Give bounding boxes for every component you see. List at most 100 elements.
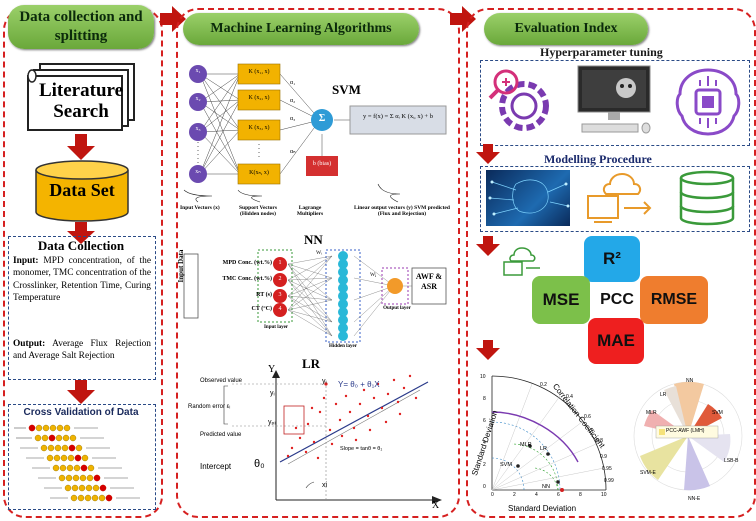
data-collection-title: Data Collection (37, 238, 125, 253)
radial-label-lsbb: LSB-B (724, 458, 739, 464)
nn-input-4: CT (°C) (251, 306, 272, 312)
data-collection-output: Output: Average Flux Rejection and Avera… (13, 338, 151, 363)
svm-label-output: Linear output vectors (y) SVM predicted … (354, 205, 450, 217)
arrow-down-icon (476, 236, 500, 261)
lr-theta0-label: θ₀ (254, 458, 265, 470)
radial-label-nne: NN-E (688, 496, 701, 502)
metric-mse-tile: MSE (532, 276, 590, 324)
lr-yi-top-label: yᵢ (322, 378, 327, 385)
taylor-sd-ytick-0: 10 (480, 374, 486, 380)
taylor-sd-xtick-4: 8 (579, 492, 582, 498)
nn-weight-wi: Wᵢ (316, 250, 323, 256)
header-ml-algorithms: Machine Learning Algorithms (183, 13, 419, 45)
header-evaluation: Evaluation Index (484, 13, 648, 45)
arrow-down-icon (476, 340, 500, 365)
taylor-sd-label-bottom: Standard Deviation (508, 504, 577, 513)
taylor-cc-tick-0: 0.2 (540, 382, 547, 388)
taylor-cc-tick-2: 0.6 (584, 414, 591, 420)
nn-title: NN (304, 232, 323, 247)
lr-ypi-label: yₚᵢ (268, 419, 276, 426)
taylor-cc-tick-4: 0.9 (600, 454, 607, 460)
data-collection-input: Input: MPD concentration, of the monomer… (13, 255, 151, 305)
nn-hidden-layer-label: Hidden layer (329, 344, 357, 349)
svm-sum-symbol: Σ (318, 113, 326, 124)
radial-label-lr: LR (660, 392, 667, 398)
nn-side-label: Input Data (177, 249, 185, 283)
arrow-right-icon (160, 6, 186, 37)
metric-mae-tile: MAE (588, 318, 644, 364)
lr-xi-label: xi (322, 482, 328, 489)
input-text: MPD concentration, of the monomer, TMC c… (13, 256, 151, 304)
lr-yi-label: yᵢ (270, 390, 275, 397)
svm-alpha-1: α₁ (290, 80, 296, 86)
svm-kernel-n: K(xₙ, x) (249, 170, 269, 176)
computer-screen-icon (576, 64, 656, 143)
dataset-label: Data Set (49, 180, 115, 200)
ai-brain-image (486, 170, 570, 226)
radial-label-mlr: MLR (646, 410, 657, 416)
metric-rmse-tile: RMSE (640, 276, 708, 324)
svm-label-support: Support Vectors (Hidden nodes) (238, 205, 278, 217)
panel-evaluation (466, 8, 756, 518)
taylor-model-mlr: MLR (520, 442, 532, 448)
metric-pcc-tile: PCC (592, 282, 642, 318)
svm-bias-label: b (bias) (312, 161, 332, 167)
header-data-collection: Data collection and splitting (8, 5, 154, 49)
svm-kernel-2: K (x₂, x) (248, 95, 270, 101)
cloud-computer-icon (584, 170, 660, 233)
lr-random-error-label: Random error εᵢ (188, 404, 231, 410)
taylor-cc-tick-3: 0.8 (596, 438, 603, 444)
taylor-cc-tick-6: 0.99 (604, 478, 614, 484)
svm-alpha-3: α₃ (290, 116, 296, 122)
modelling-title: Modelling Procedure (544, 152, 652, 166)
svm-title: SVM (332, 82, 361, 97)
svm-label-inputs: Input Vectors (x) (180, 205, 220, 211)
lr-axis-y: Y (268, 364, 276, 375)
svm-kernel-1: K (x₁, x) (248, 69, 270, 75)
taylor-diagram (478, 362, 628, 508)
nn-weight-wj: Wⱼ (370, 272, 377, 278)
svm-alpha-n: αₙ (290, 149, 296, 155)
arrow-down-icon (476, 144, 500, 169)
cross-validation-title: Cross Validation of Data (23, 407, 139, 418)
svm-input-x2: x₂ (195, 96, 201, 102)
radial-legend-label: PCC-AWF (LMH) (666, 428, 705, 434)
lr-title: LR (302, 356, 321, 371)
taylor-cc-tick-5: 0.95 (602, 466, 612, 472)
panel-ml-algorithms (176, 8, 460, 518)
input-label: Input: (13, 256, 39, 266)
gear-magnifier-icon (488, 64, 558, 145)
lr-axis-x: X (432, 500, 440, 511)
svm-input-x3: x₃ (195, 126, 201, 132)
taylor-sd-ytick-3: 4 (483, 440, 486, 446)
nn-output-layer-label: Output layer (383, 306, 411, 311)
svm-diagram (182, 60, 452, 230)
radial-label-nn: NN (686, 378, 694, 384)
svm-input-x1: x₁ (195, 68, 201, 74)
taylor-sd-xtick-2: 4 (535, 492, 538, 498)
lr-predicted-label: Predicted value (200, 432, 242, 438)
lr-intercept-label: Intercept (200, 462, 232, 471)
nn-input-layer-label: Input layer (263, 325, 289, 330)
taylor-sd-xtick-3: 6 (557, 492, 560, 498)
svm-alpha-2: α₂ (290, 98, 296, 104)
nn-diagram (180, 248, 450, 348)
taylor-sd-ytick-2: 6 (483, 418, 486, 424)
nn-input-2: TMC Conc. (wt.%) (222, 276, 272, 282)
nn-node-3: 3 (278, 292, 282, 298)
radial-bar-chart (626, 362, 750, 508)
dataset-cylinder-icon (34, 160, 130, 222)
arrow-down-icon (66, 380, 96, 409)
data-collection-box (8, 236, 156, 380)
nn-output-label: AWF & ASR (415, 272, 443, 291)
arrow-right-icon (450, 6, 476, 37)
lr-equation: Y= θ₀ + θ₁X (338, 380, 380, 389)
output-text: Average Flux Rejection and Average Salt … (13, 339, 151, 362)
literature-scroll-icon (26, 60, 138, 132)
radial-label-svm: SVM (712, 410, 723, 416)
svm-label-lagrange: Lagrange Multipliers (296, 205, 324, 217)
cross-validation-grid-illustration (12, 420, 152, 506)
taylor-sd-ytick-5: 0 (483, 484, 486, 490)
database-icon (676, 170, 738, 231)
arrow-down-icon (66, 222, 96, 249)
